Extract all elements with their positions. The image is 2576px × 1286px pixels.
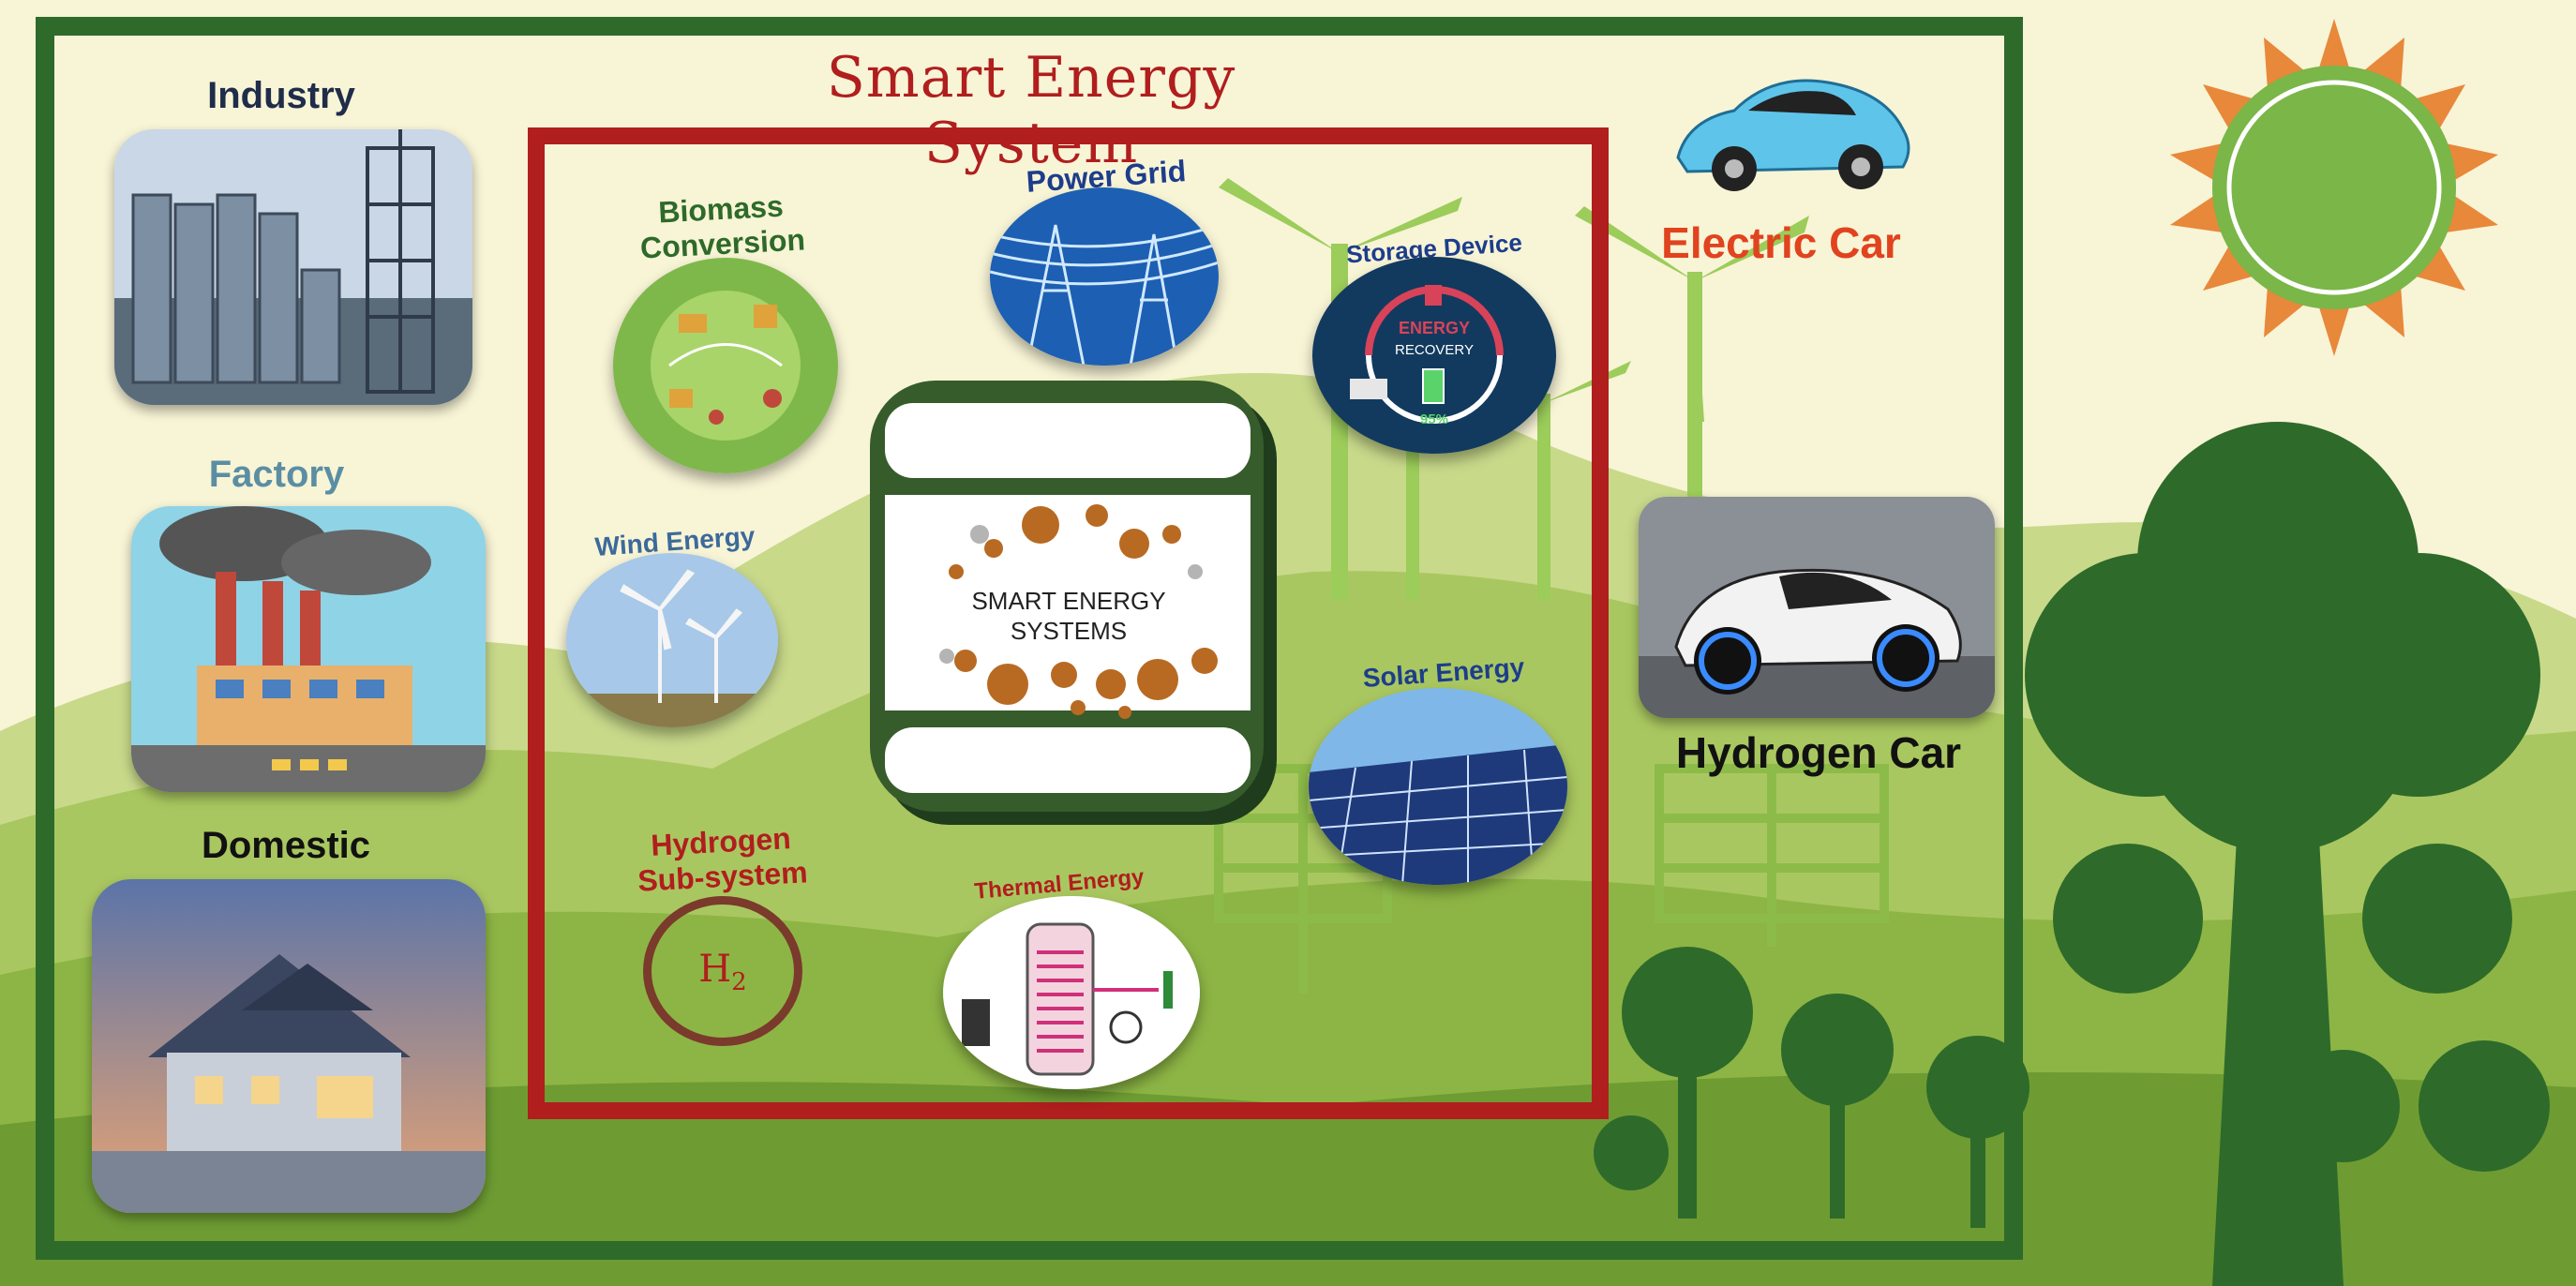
storage-inner-1: ENERGY: [1399, 319, 1470, 337]
biomass-label: Biomass Conversion: [639, 188, 806, 265]
h2-symbol: H: [698, 948, 732, 991]
storage-icon: ENERGY RECOVERY 95%: [1312, 257, 1556, 454]
domestic-label: Domestic: [201, 825, 371, 866]
industry-label: Industry: [207, 75, 355, 116]
core-text-line2: SYSTEMS: [1011, 617, 1127, 645]
tree-decor: [1594, 422, 2550, 1286]
hydrogen-car-image: [1639, 497, 1995, 718]
h2-subscript: 2: [731, 968, 747, 996]
storage-inner-2: RECOVERY: [1395, 342, 1474, 358]
smart-energy-core: SMART ENERGY SYSTEMS: [862, 375, 1294, 834]
electric-car-image: [1659, 64, 1922, 204]
power-grid-icon: [990, 187, 1219, 366]
smart-system-frame: [528, 127, 1609, 1119]
factory-image: [131, 506, 486, 792]
domestic-image: [92, 879, 486, 1213]
factory-label: Factory: [208, 454, 345, 495]
hydrogen-icon: H2: [643, 896, 802, 1046]
hydrogen-car-label: Hydrogen Car: [1675, 728, 1962, 777]
solar-icon: [1309, 688, 1567, 885]
biomass-icon: [613, 258, 838, 473]
electric-car-label: Electric Car: [1661, 218, 1901, 267]
industry-image: [114, 129, 472, 405]
hydrogen-subsystem-label: Hydrogen Sub-system: [637, 821, 809, 898]
outer-frame: [36, 17, 2023, 1260]
sun-icon: [2170, 19, 2498, 356]
core-text-line1: SMART ENERGY: [971, 587, 1165, 615]
storage-percent: 95%: [1420, 411, 1448, 427]
thermal-icon: [943, 896, 1200, 1089]
wind-icon: [566, 553, 778, 727]
